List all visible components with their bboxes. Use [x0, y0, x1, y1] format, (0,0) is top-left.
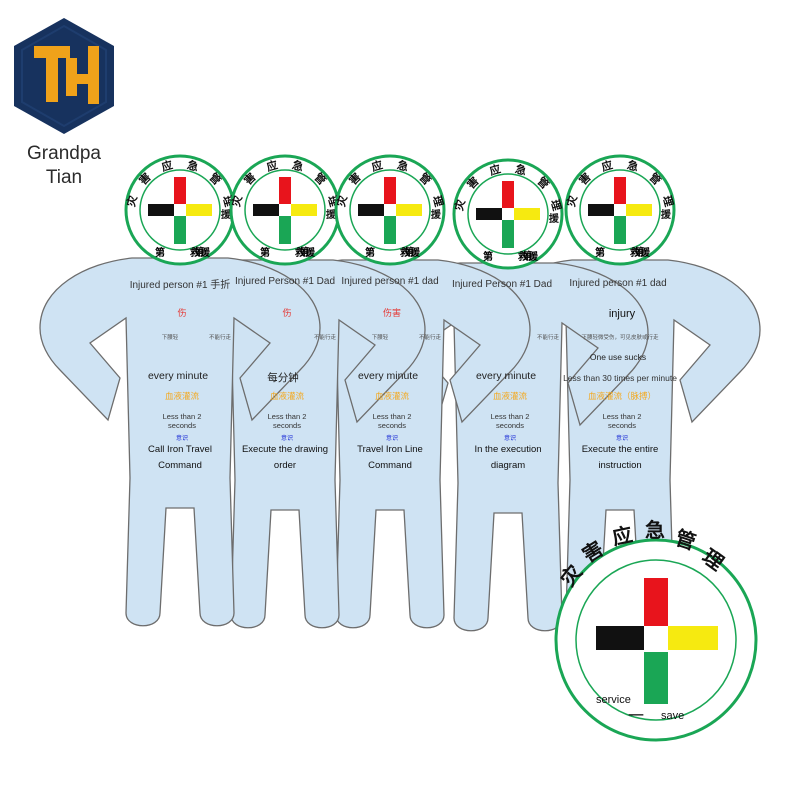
figure-5-line-a2: Less than 30 times per minute	[563, 373, 677, 383]
badge-rim-char: 应	[370, 158, 384, 174]
figure-1-header: Injured person #1 手折	[129, 280, 231, 291]
badge-rim-char: 理	[430, 194, 445, 208]
brand-name: Grandpa Tian	[14, 142, 114, 190]
badge-rim-char: 急	[396, 158, 410, 174]
badge-rim-char: 第	[522, 250, 532, 263]
figure-4-line-a: every minute	[475, 370, 537, 382]
corner-badge-service: service	[596, 694, 631, 706]
badge-rim-char: 救援	[518, 250, 539, 263]
badge-rim-char: 灾	[452, 197, 469, 212]
figure-5-line-c: Execute the entire instruction	[581, 444, 659, 471]
badge-rim-char: 应	[160, 158, 174, 174]
badge-rim-char: 灾	[229, 193, 246, 208]
badge-rim-char: 急	[186, 158, 200, 174]
badge-rim-char: 援	[549, 212, 560, 225]
figure-2-line-b: Less than 2 seconds	[267, 412, 307, 430]
badge-rim-char: 援	[431, 208, 442, 221]
figure-5-line-b: Less than 2 seconds	[602, 412, 642, 430]
badge-rim-char: 救援	[190, 246, 211, 259]
corner-badge-save: save	[661, 710, 685, 722]
figure-2-blue-label: 意识	[280, 436, 294, 442]
figure-3-red-label: 伤害	[382, 308, 402, 318]
figure-1-line-c: Call Iron Travel Command	[148, 444, 212, 471]
figure-5-blue-label: 意识	[615, 436, 629, 442]
badge-rim-char: 第	[155, 246, 165, 259]
badge-rim-char: 第	[194, 246, 204, 259]
figure-2-red-label: 伤	[282, 308, 292, 318]
figure-1-yellow-label: 血液灌流	[164, 391, 200, 401]
badge-rim-char: 第	[299, 246, 309, 259]
badge-rim-char: 应	[488, 162, 502, 178]
figure-4-blue-label: 意识	[503, 436, 517, 442]
badge-rim-char: 灾	[564, 193, 581, 208]
badge-rim-char: 第	[634, 246, 644, 259]
figure-1-hint-1: 下腰轻	[161, 335, 179, 341]
figure-3-hint-2: 不能行走	[418, 335, 442, 341]
badge-rim-char: 急	[514, 162, 528, 178]
figure-1-blue-label: 意识	[175, 436, 189, 442]
badge-rim-char: 灾	[334, 193, 351, 208]
figure-1-line-a: every minute	[147, 370, 209, 382]
badge-rim-char: 第	[483, 250, 493, 263]
figure-2-line-a: 每分钟	[267, 372, 299, 384]
figure-3-blue-label: 意识	[385, 436, 399, 442]
badge-rim-char: 应	[265, 158, 279, 174]
badge-rim-char: 理	[548, 198, 563, 212]
figure-3-header: Injured person #1 dad	[341, 276, 439, 287]
badge-rim-char: 救援	[295, 246, 316, 259]
corner-badge-mid-char: 一	[628, 708, 645, 725]
badge-rim-char: 第	[365, 246, 375, 259]
badge-rim-char: 援	[661, 208, 672, 221]
badge-rim-char: 第	[404, 246, 414, 259]
badge-rim-char: 灾	[124, 193, 141, 208]
badge-rim-char: 第	[595, 246, 605, 259]
figure-5-line-a: One use sucks	[589, 352, 647, 362]
figure-2-header: Injured Person #1 Dad	[234, 276, 336, 287]
figure-3-line-b: Less than 2 seconds	[372, 412, 412, 430]
figure-2-line-c: Execute the drawing order	[241, 444, 329, 471]
badge-rim-char: 急	[291, 158, 305, 174]
brand-line-2: Tian	[45, 167, 83, 188]
badge-rim-char: 第	[260, 246, 270, 259]
badge-rim-char: 救援	[400, 246, 421, 259]
figure-5-header: Injured person #1 dad	[569, 278, 667, 289]
figure-3-line-a: every minute	[357, 370, 419, 382]
figure-4-line-c: In the execution diagram	[474, 444, 542, 471]
figure-5-hint-1: 下腰轻微受伤，可见皮肤或行走	[581, 335, 659, 341]
figure-3-yellow-label: 血液灌流	[374, 391, 410, 401]
figure-2-hint-2: 不能行走	[313, 335, 337, 341]
badge-rim-char: 理	[660, 194, 675, 208]
figure-3-line-c: Travel Iron Line Command	[357, 444, 423, 471]
badge-rim-char: 救援	[630, 246, 651, 259]
figure-4-line-b: Less than 2 seconds	[490, 412, 530, 430]
badge-rim-char: 急	[626, 158, 640, 174]
figure-4-yellow-label: 血液灌流	[492, 391, 528, 401]
brand-line-1: Grandpa	[27, 143, 101, 164]
badge-rim-char: 援	[326, 208, 337, 221]
figure-1-line-b: Less than 2 seconds	[162, 412, 202, 430]
figure-4-hint-2: 不能行走	[536, 335, 560, 341]
badge-rim-char: 应	[600, 158, 614, 174]
corner-badge-char-4: 急	[645, 518, 665, 542]
badge-rim-char: 援	[221, 208, 232, 221]
figure-2-yellow-label: 血液灌流	[269, 391, 305, 401]
figure-1-hint-2: 不能行走	[208, 335, 232, 341]
figure-1-red-label: 伤	[177, 308, 187, 318]
figure-5-red-label: injury	[608, 308, 636, 320]
th-logo-icon	[14, 18, 114, 134]
figure-5-yellow-label: 血液灌流（脉搏）	[587, 391, 657, 401]
figure-4-header: Injured Person #1 Dad	[451, 279, 553, 290]
figure-3-hint-1: 下腰轻	[371, 335, 389, 341]
